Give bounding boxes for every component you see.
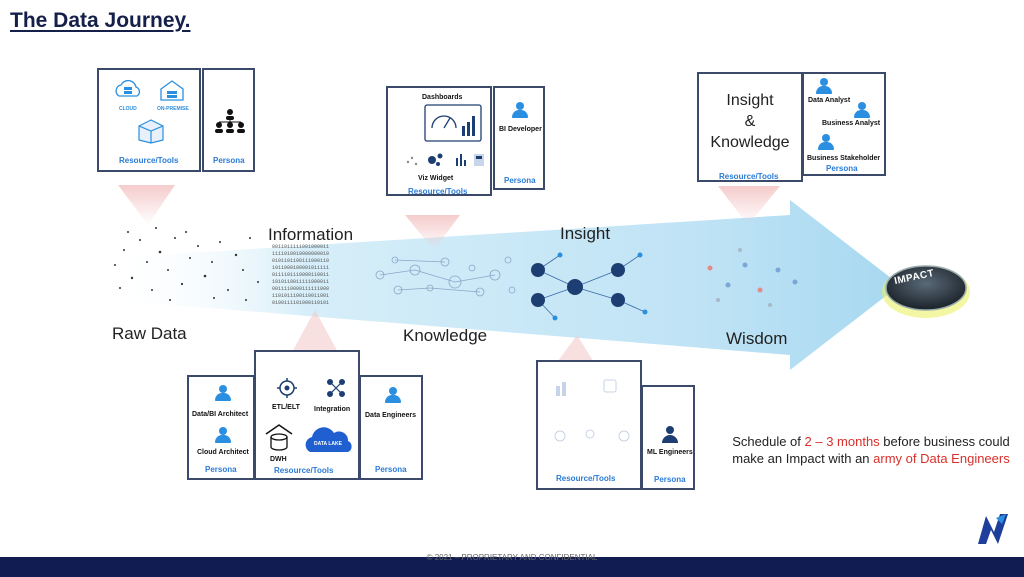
integration-label: Integration <box>314 406 351 413</box>
viz-widget-icons <box>406 153 484 166</box>
resource-tools-label: Resource/Tools <box>119 156 179 165</box>
box-icon <box>138 119 164 144</box>
raw-data-particles <box>114 227 259 301</box>
etl-gear-icon <box>277 378 297 398</box>
person-icon-cloud-architect <box>215 427 231 443</box>
card-information-persona-left: Data/BI Architect Cloud Architect Person… <box>187 375 255 480</box>
data-lake-cloud-icon <box>305 427 352 452</box>
persona-label: Persona <box>504 176 536 185</box>
svg-text:1011000100001011111: 1011000100001011111 <box>272 265 329 271</box>
arrow-body <box>110 200 900 370</box>
footer-bar <box>0 557 1024 577</box>
note-text-2: before business could make an Impact wit… <box>732 434 1010 466</box>
svg-text:1101011100110011001: 1101011100110011001 <box>272 293 329 299</box>
person-icon <box>512 102 528 118</box>
person-icon-business-stakeholder <box>818 134 834 150</box>
connector-raw <box>118 185 175 225</box>
svg-text:0101101100111000110: 0101101100111000110 <box>272 258 329 264</box>
cloud-server-icon <box>115 79 141 97</box>
dwh-label: DWH <box>270 456 287 463</box>
knowledge-heading: Knowledge <box>710 134 790 151</box>
bi-developer-label: BI Developer <box>499 126 542 133</box>
impact-button <box>885 265 967 311</box>
card-raw-persona: Persona <box>202 68 255 172</box>
stage-insight: Insight <box>560 224 611 243</box>
footer-text: © 2021 – PROPRIETARY AND CONFIDENTIAL <box>426 553 598 562</box>
company-logo <box>978 514 1008 544</box>
data-analyst-label: Data Analyst <box>808 97 851 104</box>
ml-engineers-label: ML Engineers <box>647 449 693 456</box>
card-knowledge-persona: BI Developer Persona <box>493 86 545 190</box>
svg-text:0111101110000110011: 0111101110000110011 <box>272 272 329 278</box>
viz-widget-label: Viz Widget <box>418 175 454 182</box>
svg-text:1111010010000000010: 1111010010000000010 <box>272 251 329 257</box>
integration-icon <box>327 379 345 397</box>
resource-tools-label: Resource/Tools <box>556 474 616 483</box>
card-raw-resource: CLOUD ON-PREMISE Resource/Tools <box>97 68 201 172</box>
stage-wisdom: Wisdom <box>726 329 788 348</box>
svg-text:0011011111001000011: 0011011111001000011 <box>272 244 329 250</box>
dashboard-icon <box>424 104 482 142</box>
connector-wisdom <box>718 186 780 225</box>
connector-knowledge <box>405 215 460 250</box>
person-icon-data-analyst <box>816 78 832 94</box>
schedule-note: Schedule of 2 – 3 months before business… <box>722 433 1020 467</box>
etl-label: ETL/ELT <box>272 404 300 411</box>
ampersand: & <box>744 113 756 130</box>
business-analyst-label: Business Analyst <box>822 120 881 127</box>
org-chart-icon <box>215 109 245 133</box>
card-wisdom-persona: Data Analyst Business Analyst Business S… <box>802 72 886 176</box>
data-lake-label: DATA LAKE <box>314 441 342 447</box>
on-premise-label: ON-PREMISE <box>157 106 189 112</box>
persona-label: Persona <box>205 465 237 474</box>
card-insight-resource: Resource/Tools <box>536 360 642 490</box>
data-bi-architect-label: Data/BI Architect <box>192 411 249 418</box>
dashboards-label: Dashboards <box>422 94 463 101</box>
cloud-label: CLOUD <box>119 106 137 112</box>
card-information-persona-right: Data Engineers Persona <box>359 375 423 480</box>
data-engineers-label: Data Engineers <box>365 412 416 419</box>
note-highlight-months: 2 – 3 months <box>804 434 880 449</box>
note-highlight-army: army of Data Engineers <box>873 451 1010 466</box>
note-text-1: Schedule of <box>732 434 805 449</box>
persona-label: Persona <box>213 156 245 165</box>
resource-tools-label: Resource/Tools <box>274 466 334 475</box>
svg-text:1010110011111000011: 1010110011111000011 <box>272 279 329 285</box>
cloud-architect-label: Cloud Architect <box>197 449 249 456</box>
business-stakeholder-label: Business Stakeholder <box>807 155 881 162</box>
card-wisdom-resource: Insight & Knowledge Resource/Tools <box>697 72 803 182</box>
card-information-resource: ETL/ELT Integration DWH DATA LAKE Resour… <box>254 350 360 480</box>
resource-tools-label: Resource/Tools <box>408 187 468 196</box>
svg-text:0100111101000110101: 0100111101000110101 <box>272 300 329 306</box>
wisdom-dots <box>707 248 798 307</box>
card-insight-persona: ML Engineers Persona <box>641 385 695 490</box>
person-icon-data-engineers <box>385 387 401 403</box>
resource-tools-label: Resource/Tools <box>719 172 779 181</box>
persona-label: Persona <box>654 475 686 484</box>
svg-text:0011110000111111000: 0011110000111111000 <box>272 286 329 292</box>
stage-raw-data: Raw Data <box>112 324 187 343</box>
binary-stream: 0011011111001000011 1111010010000000010 … <box>272 244 329 306</box>
insight-heading: Insight <box>726 92 774 109</box>
card-knowledge-resource: Dashboards Viz Widget Resource/Tools <box>386 86 492 196</box>
dwh-icon <box>265 424 293 451</box>
persona-label: Persona <box>826 164 858 173</box>
warehouse-icon <box>160 80 184 101</box>
stage-information: Information <box>268 225 354 244</box>
knowledge-network <box>375 256 516 297</box>
insight-nodes <box>531 252 648 321</box>
persona-label: Persona <box>375 465 407 474</box>
faint-tool-icons <box>554 379 630 442</box>
person-icon-architect <box>215 385 231 401</box>
page-title: The Data Journey. <box>10 9 191 32</box>
stage-knowledge: Knowledge <box>403 326 488 345</box>
person-icon-business-analyst <box>854 102 870 118</box>
engineer-icon <box>662 426 678 443</box>
